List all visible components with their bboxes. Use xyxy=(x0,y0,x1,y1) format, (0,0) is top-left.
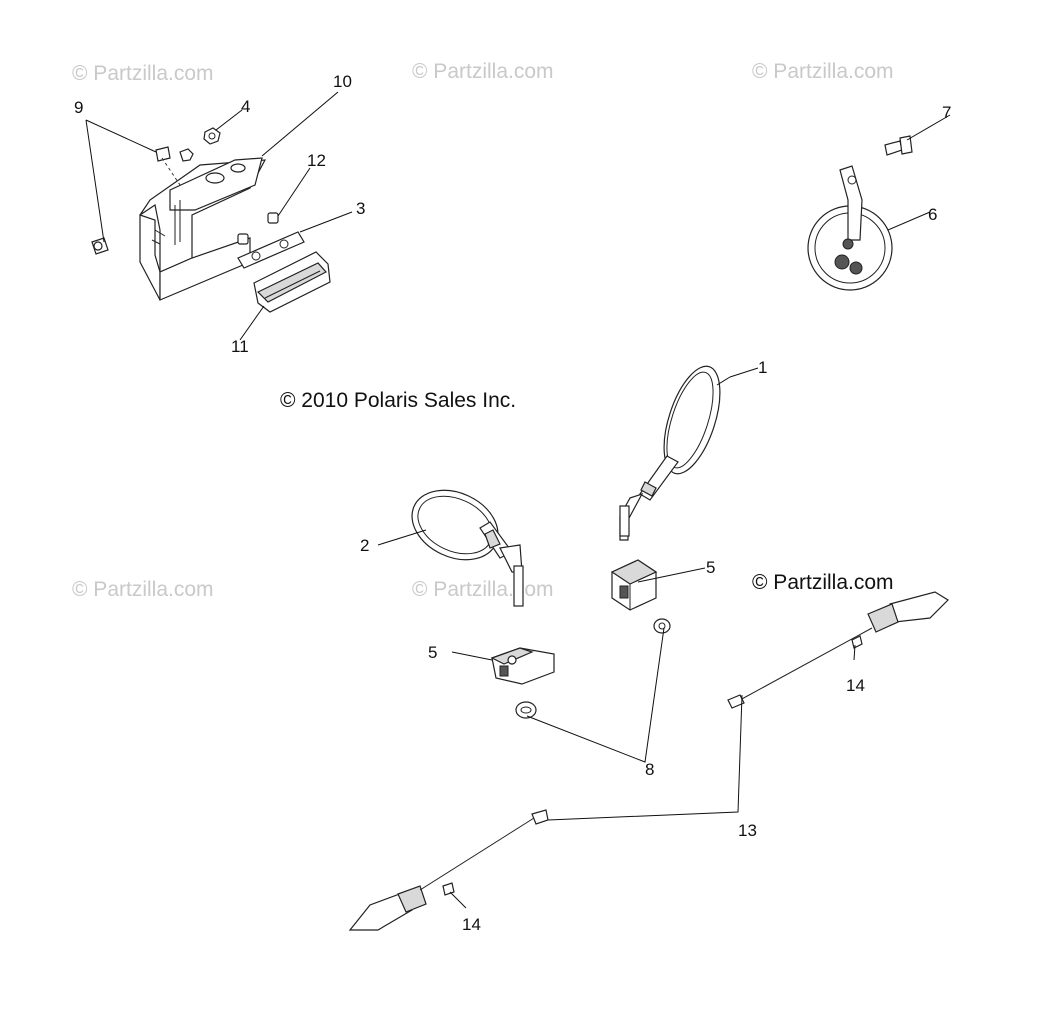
callout-13: 13 xyxy=(738,821,757,840)
reflector-bracket xyxy=(237,231,305,269)
callout-8: 8 xyxy=(645,760,654,779)
lamp-spacer xyxy=(237,212,279,245)
leader-lines xyxy=(85,91,951,909)
license-lamp xyxy=(253,251,331,313)
mirror-clamp xyxy=(610,559,658,611)
watermark: © Partzilla.com xyxy=(412,60,554,83)
callout-10: 10 xyxy=(333,72,352,91)
mirror-clamp xyxy=(490,647,555,685)
watermark: © Partzilla.com xyxy=(412,578,554,601)
callout-1: 1 xyxy=(758,358,767,377)
turn-signal-harness xyxy=(727,591,949,709)
copyright-text: © 2010 Polaris Sales Inc. xyxy=(280,389,516,412)
mirror-right xyxy=(619,365,721,541)
callout-7: 7 xyxy=(942,103,951,122)
callout-11: 11 xyxy=(231,337,249,356)
callout-14a: 14 xyxy=(846,676,865,695)
mirror-left xyxy=(411,489,524,607)
callout-6: 6 xyxy=(928,205,937,224)
callout-9: 9 xyxy=(74,98,83,117)
watermark: © Partzilla.com xyxy=(72,62,214,85)
bracket-screw xyxy=(91,146,183,255)
license-bracket xyxy=(139,157,267,301)
callout-3: 3 xyxy=(356,199,365,218)
nut xyxy=(179,127,221,162)
watermark-dark: © Partzilla.com xyxy=(752,571,894,594)
horn-bolt xyxy=(884,135,913,156)
callout-4: 4 xyxy=(241,97,250,116)
callout-2: 2 xyxy=(360,536,369,555)
callout-14b: 14 xyxy=(462,915,481,934)
horn xyxy=(807,165,893,291)
turn-signal-harness xyxy=(348,809,549,931)
callout-5a: 5 xyxy=(706,558,715,577)
callout-12: 12 xyxy=(307,151,326,170)
watermark: © Partzilla.com xyxy=(752,60,894,83)
callout-5b: 5 xyxy=(428,643,437,662)
mirror-clamp-nut xyxy=(515,618,671,719)
watermark: © Partzilla.com xyxy=(72,578,214,601)
